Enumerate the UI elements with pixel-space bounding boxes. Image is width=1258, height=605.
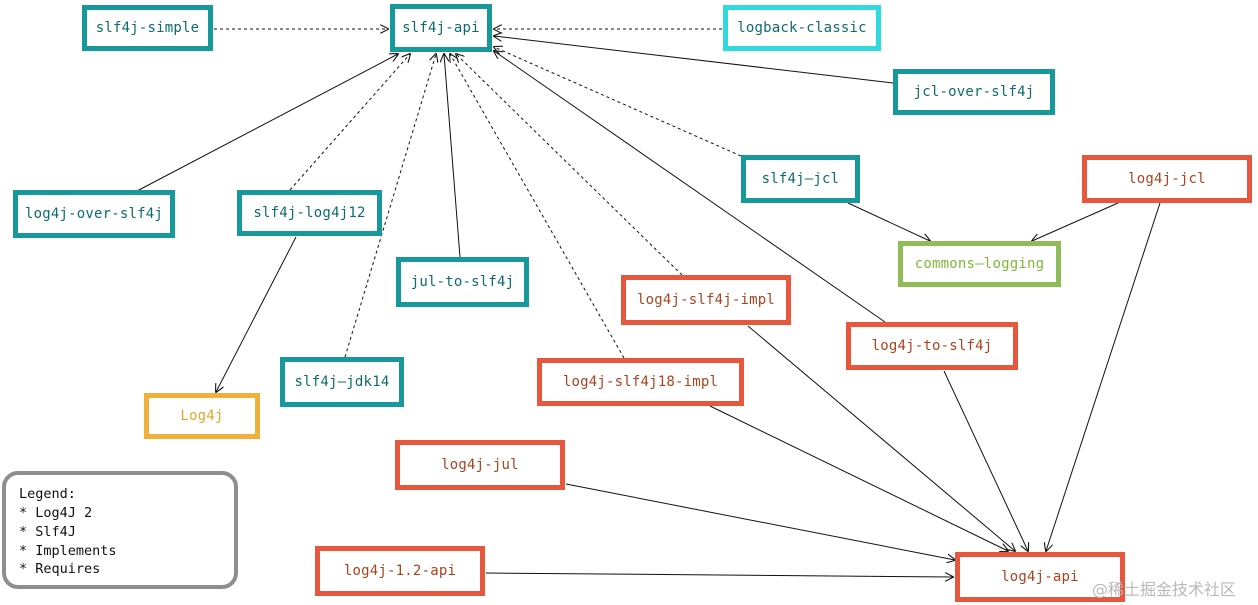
node-log4j: Log4j xyxy=(144,393,260,439)
legend-log4j2-label: * Log4J 2 xyxy=(19,505,93,521)
node-log4j-over-slf4j: log4j-over-slf4j xyxy=(13,190,175,238)
node-label: log4j-api xyxy=(1001,569,1079,585)
edge-requires-slf4j-jcl-to-commons-logging xyxy=(847,202,930,241)
node-label: log4j-slf4j-impl xyxy=(636,292,776,308)
edge-implements-slf4j-log4j12-to-slf4j-api xyxy=(289,54,410,191)
node-log4j-to-slf4j: log4j-to-slf4j xyxy=(846,322,1018,370)
node-slf4j-jdk14: slf4j—jdk14 xyxy=(280,357,404,407)
edge-requires-log4j-slf4j-impl-to-log4j-api xyxy=(747,325,1015,551)
node-label: commons—logging xyxy=(914,256,1045,272)
node-slf4j-simple: slf4j-simple xyxy=(82,5,213,51)
legend-requires-label: * Requires xyxy=(19,561,101,577)
edge-implements-log4j-slf4j-impl-to-slf4j-api xyxy=(456,54,683,276)
edge-requires-log4j-jcl-to-log4j-api xyxy=(1046,202,1161,551)
edge-requires-log4j-to-slf4j-to-slf4j-api xyxy=(494,51,886,323)
node-label: log4j-jcl xyxy=(1128,171,1206,187)
node-label: jcl-over-slf4j xyxy=(913,84,1035,100)
watermark: @稀土掘金技术社区 xyxy=(1092,580,1237,599)
node-jcl-over-slf4j: jcl-over-slf4j xyxy=(893,69,1055,115)
node-label: log4j-over-slf4j xyxy=(24,206,164,222)
node-label: log4j-jul xyxy=(441,457,519,473)
legend-slf4j-label: * Slf4J xyxy=(19,524,76,540)
node-label: slf4j-api xyxy=(402,20,480,36)
edge-requires-log4j-jul-to-log4j-api xyxy=(565,483,955,560)
node-log4j-slf4j-impl: log4j-slf4j-impl xyxy=(621,275,791,325)
node-log4j-api: log4j-api xyxy=(955,552,1125,602)
node-slf4j-api: slf4j-api xyxy=(390,4,492,52)
legend-title: Legend: xyxy=(19,486,76,502)
node-log4j-jcl: log4j-jcl xyxy=(1082,155,1252,203)
edge-requires-log4j-to-slf4j-to-log4j-api xyxy=(943,370,1028,551)
edge-implements-log4j-slf4j18-impl-to-slf4j-api xyxy=(450,54,625,359)
node-label: log4j-1.2-api xyxy=(343,563,457,579)
edge-requires-slf4j-log4j12-to-log4j xyxy=(216,236,297,392)
edge-requires-log4j-over-slf4j-to-slf4j-api xyxy=(136,54,398,192)
node-label: logback-classic xyxy=(737,20,867,36)
node-log4j-slf4j18-impl: log4j-slf4j18-impl xyxy=(537,358,744,406)
edge-implements-slf4j-jdk14-to-slf4j-api xyxy=(344,54,436,358)
edge-requires-jul-to-slf4j-to-slf4j-api xyxy=(444,54,461,258)
node-label: log4j-to-slf4j xyxy=(871,338,993,354)
node-label: slf4j—jdk14 xyxy=(294,374,390,390)
edge-requires-log4j-jcl-to-commons-logging xyxy=(1032,202,1119,241)
legend: Legend: * Log4J 2 * Slf4J * Implements *… xyxy=(2,471,238,589)
node-label: slf4j-log4j12 xyxy=(253,205,366,221)
node-slf4j-jcl: slf4j—jcl xyxy=(741,155,860,203)
node-label: jul-to-slf4j xyxy=(410,274,515,290)
edge-implements-slf4j-jcl-to-slf4j-api xyxy=(494,47,742,157)
node-logback-classic: logback-classic xyxy=(723,5,881,51)
edge-requires-jcl-over-slf4j-to-slf4j-api xyxy=(494,36,894,84)
edge-requires-log4j-slf4j18-impl-to-log4j-api xyxy=(709,405,1008,551)
node-label: slf4j—jcl xyxy=(761,171,840,187)
node-label: slf4j-simple xyxy=(95,20,200,36)
node-slf4j-log4j12: slf4j-log4j12 xyxy=(237,190,382,236)
node-label: log4j-slf4j18-impl xyxy=(562,374,719,390)
node-jul-to-slf4j: jul-to-slf4j xyxy=(396,257,529,307)
node-log4j-jul: log4j-jul xyxy=(395,440,565,490)
node-label: Log4j xyxy=(180,408,224,424)
legend-implements-label: * Implements xyxy=(19,543,117,559)
node-commons-logging: commons—logging xyxy=(898,241,1061,287)
node-log4j-1-2-api: log4j-1.2-api xyxy=(315,546,485,596)
edge-requires-log4j-12-api-to-log4j-api xyxy=(485,573,953,577)
